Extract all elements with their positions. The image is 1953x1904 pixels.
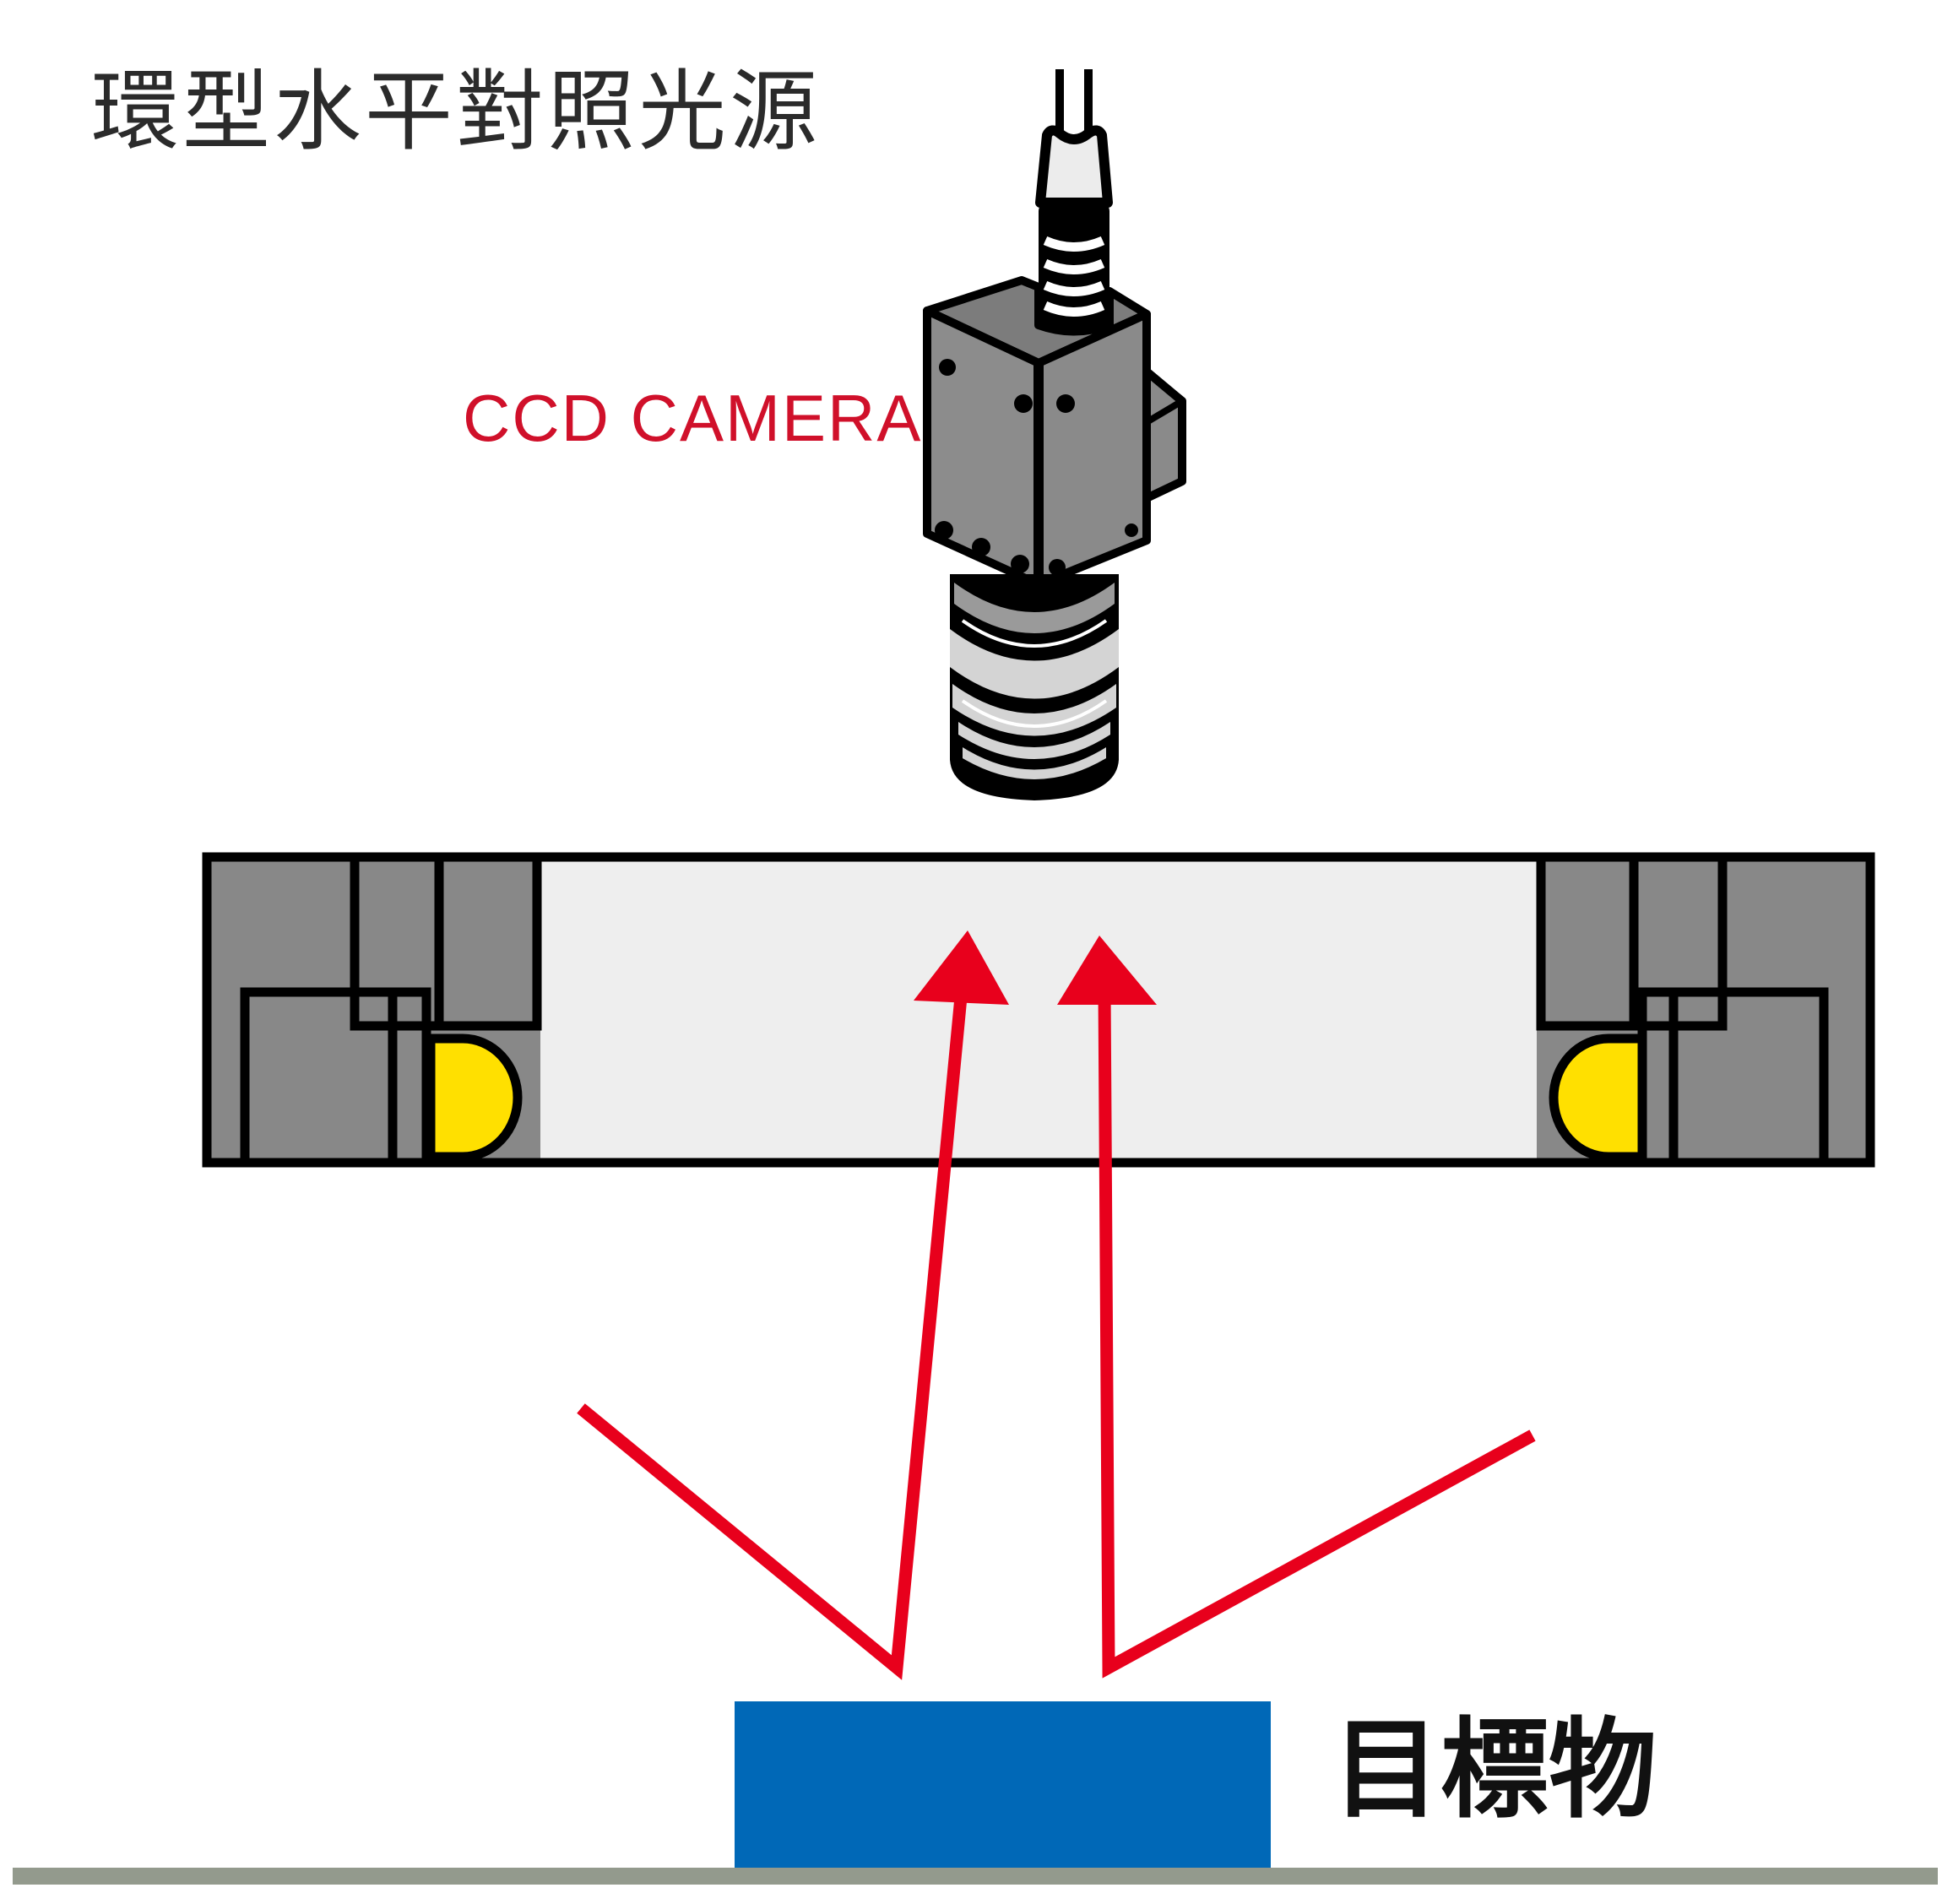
- right-reflected-ray: [1098, 987, 1536, 1679]
- diagram-title: 環型水平對照光源: [91, 60, 821, 163]
- ring-light-frame: [202, 852, 1875, 1168]
- left-arrowhead-icon: [914, 930, 1009, 1005]
- left-reflected-ray: [577, 979, 969, 1680]
- right-housing: [1536, 852, 1874, 1164]
- camera-side-plug: [1142, 367, 1186, 502]
- connector-threads: [1039, 203, 1109, 329]
- floor-line: [13, 1868, 1938, 1885]
- camera-lens: [950, 574, 1119, 800]
- camera-screws: [935, 359, 1138, 576]
- camera-label: CCD CAMERA: [463, 381, 922, 455]
- cable-connector: [1035, 125, 1113, 208]
- camera-body-top: [923, 276, 1151, 367]
- ccd-camera-icon: [923, 69, 1186, 800]
- camera-body-right-face: [1034, 310, 1151, 589]
- ring-light-cross-section: [202, 852, 1875, 1168]
- target-label: 目標物: [1332, 1707, 1657, 1833]
- right-arrowhead-icon: [1057, 936, 1157, 1005]
- left-led-icon: [426, 1033, 523, 1162]
- target-object: [735, 1701, 1271, 1870]
- right-led-icon: [1549, 1033, 1647, 1162]
